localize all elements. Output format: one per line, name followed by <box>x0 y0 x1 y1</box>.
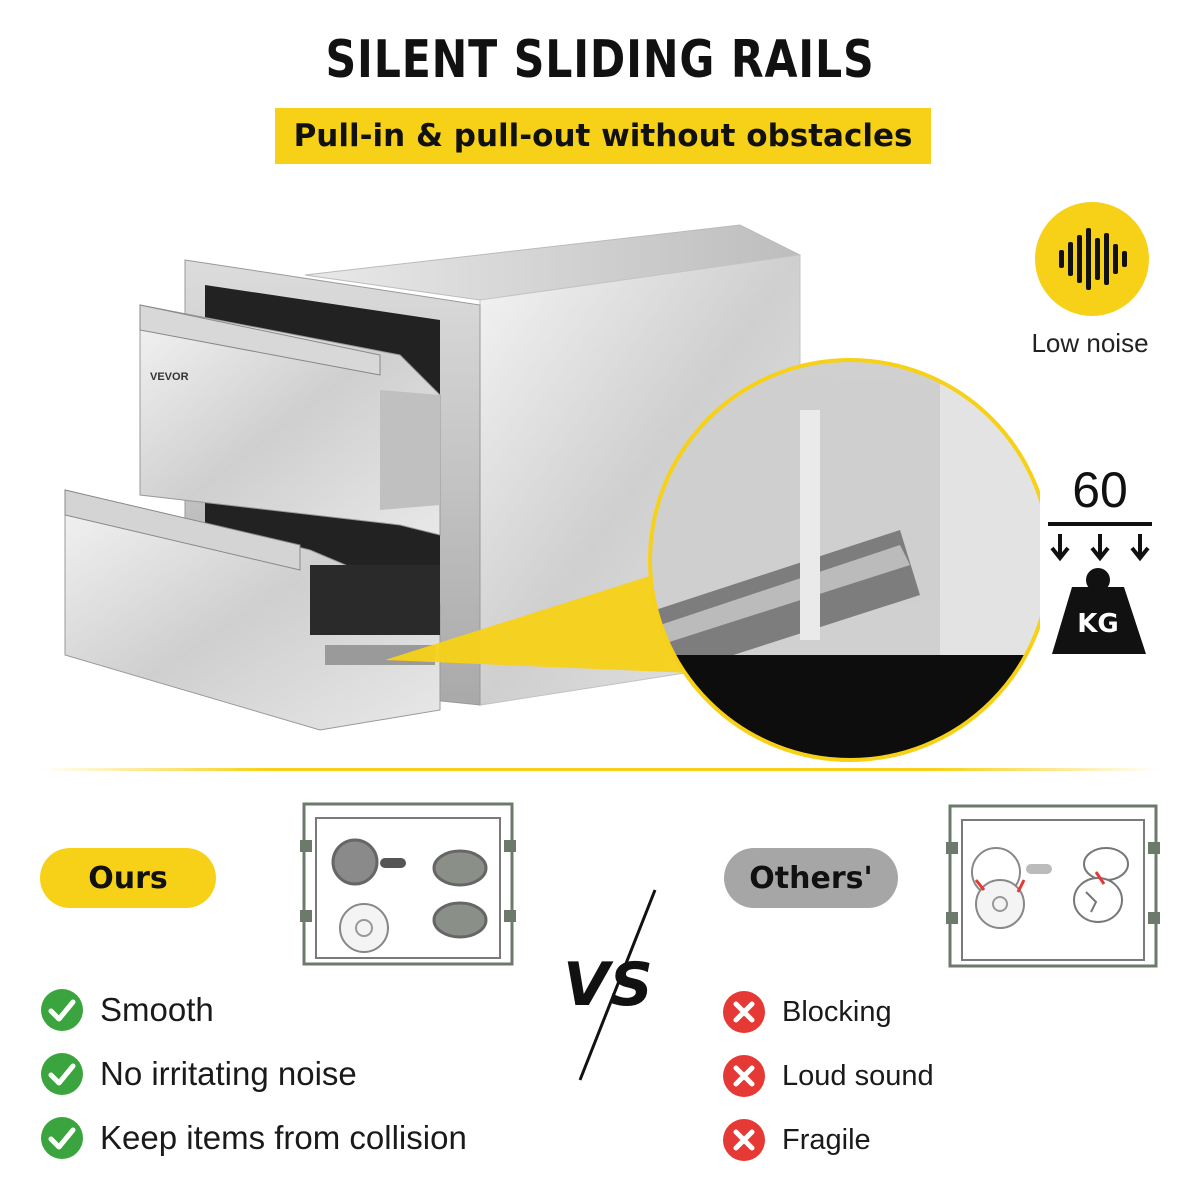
drawer-product-illustration: VEVOR <box>64 224 1040 762</box>
ours-drawer-diagram <box>300 802 516 966</box>
list-item: Loud sound <box>722 1044 934 1108</box>
check-icon <box>41 989 83 1031</box>
vs-mark: VS <box>563 889 657 1081</box>
brand-mark: VEVOR <box>150 371 189 383</box>
subtitle-text: Pull-in & pull-out without obstacles <box>293 118 913 154</box>
drawback-text: Blocking <box>782 995 892 1028</box>
list-item: Blocking <box>722 980 934 1044</box>
benefit-text: Smooth <box>100 991 214 1028</box>
section-divider <box>40 768 1160 771</box>
list-item: Smooth <box>40 978 467 1042</box>
subtitle-banner: Pull-in & pull-out without obstacles <box>275 108 931 164</box>
ours-benefit-list: Smooth No irritating noise Keep items fr… <box>40 978 467 1170</box>
cross-icon <box>723 1119 765 1161</box>
cross-icon <box>723 1055 765 1097</box>
ours-badge: Ours <box>40 848 216 908</box>
drawback-text: Fragile <box>782 1123 871 1156</box>
weight-icon: 60 KG <box>1048 462 1152 654</box>
vs-text: VS <box>563 950 653 1020</box>
others-drawer-diagram <box>946 804 1160 968</box>
list-item: Keep items from collision <box>40 1106 467 1170</box>
benefit-text: Keep items from collision <box>100 1119 467 1156</box>
check-icon <box>41 1053 83 1095</box>
others-badge: Others' <box>724 848 898 908</box>
load-unit: KG <box>1077 609 1119 639</box>
others-drawback-list: Blocking Loud sound Fragile <box>722 980 934 1172</box>
list-item: Fragile <box>722 1108 934 1172</box>
low-noise-label: Low noise <box>1031 328 1149 358</box>
page-title: SILENT SLIDING RAILS <box>325 30 875 90</box>
check-icon <box>41 1117 83 1159</box>
cross-icon <box>723 991 765 1033</box>
load-value: 60 <box>1072 462 1128 518</box>
benefit-text: No irritating noise <box>100 1055 357 1092</box>
sound-wave-icon <box>1035 202 1149 316</box>
list-item: No irritating noise <box>40 1042 467 1106</box>
drawback-text: Loud sound <box>782 1059 934 1092</box>
